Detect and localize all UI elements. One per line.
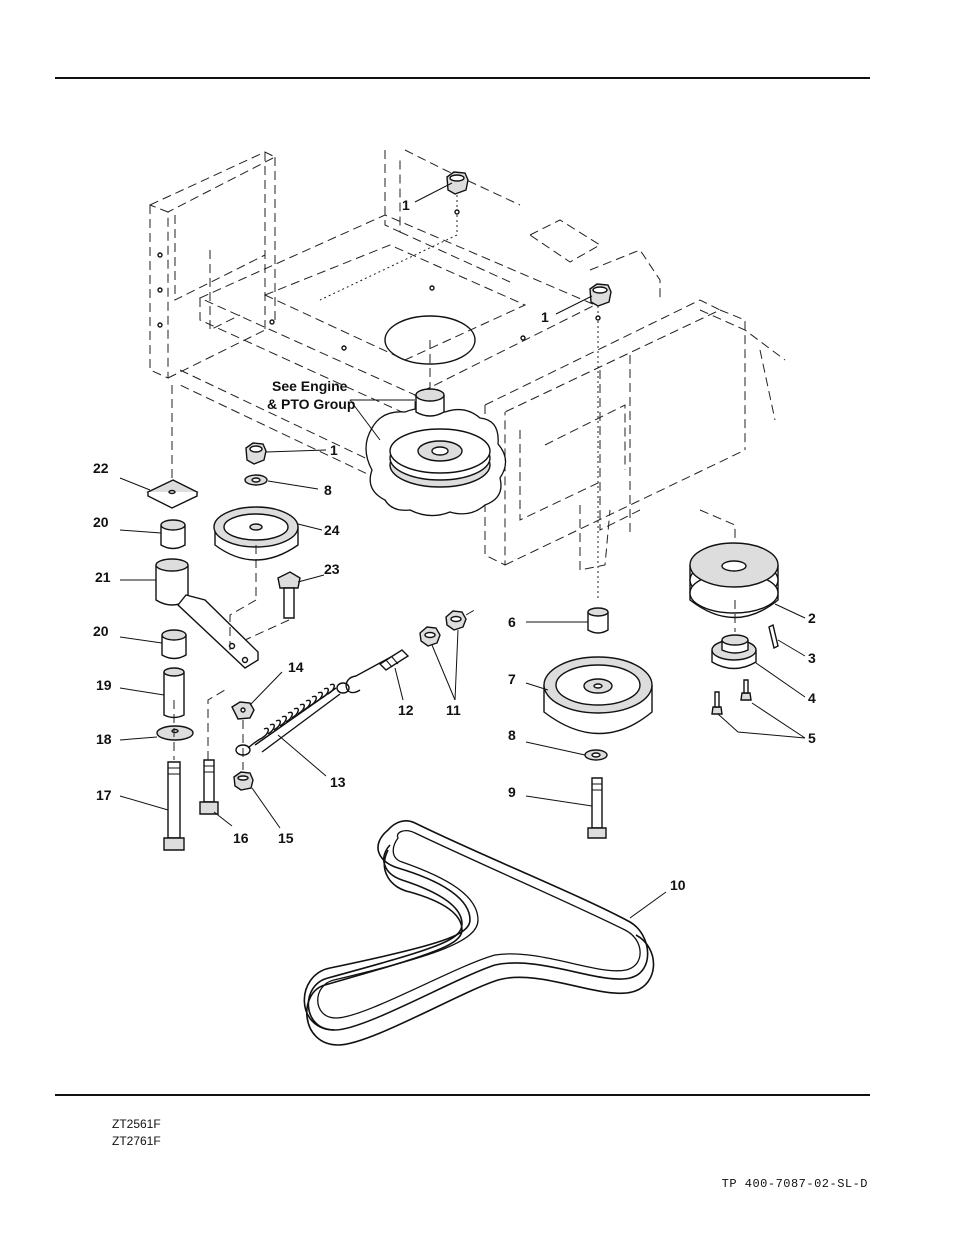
shoulder-bolt-center <box>587 777 607 839</box>
callout-label: 20 <box>93 623 109 639</box>
bushing-upper <box>160 519 186 550</box>
callout-label: 21 <box>95 569 111 585</box>
callout-label: 13 <box>330 774 346 790</box>
callout-labels: 1 1 1 2 3 4 5 6 7 8 8 9 10 11 12 13 14 1… <box>93 197 816 893</box>
square-key <box>768 623 779 650</box>
callout-label: 2 <box>808 610 816 626</box>
cap-screws <box>711 679 752 715</box>
callout-label: 22 <box>93 460 109 476</box>
see-engine-note-line2: & PTO Group <box>267 396 355 412</box>
callout-label: 8 <box>508 727 516 743</box>
callout-label: 10 <box>670 877 686 893</box>
shoulder-bolt-long <box>163 761 185 851</box>
lock-nut-top <box>446 171 469 235</box>
callout-label: 19 <box>96 677 112 693</box>
spring-anchor <box>231 701 255 720</box>
leader-lines <box>119 182 806 919</box>
callout-label: 16 <box>233 830 249 846</box>
callout-label: 17 <box>96 787 112 803</box>
double-groove-pulley <box>689 542 779 619</box>
callout-label: 1 <box>402 197 410 213</box>
spacer-center <box>587 607 609 634</box>
eyebolt <box>345 649 410 694</box>
callout-label: 15 <box>278 830 294 846</box>
washer-idler <box>244 474 268 486</box>
hex-bolt <box>277 571 301 619</box>
extension-spring <box>235 682 350 756</box>
square-plate <box>146 479 199 509</box>
model-number: ZT2761F <box>112 1134 161 1148</box>
model-list: ZT2561F ZT2761F <box>112 1116 161 1150</box>
callout-label: 9 <box>508 784 516 800</box>
lock-nut-idler <box>245 442 267 465</box>
callout-label: 23 <box>324 561 340 577</box>
callout-label: 6 <box>508 614 516 630</box>
lock-nut-right <box>589 283 612 600</box>
hex-nut-small <box>233 771 254 791</box>
model-number: ZT2561F <box>112 1117 161 1131</box>
washer-center <box>584 749 608 761</box>
bushing-lower <box>161 629 187 660</box>
callout-label: 1 <box>330 442 338 458</box>
callout-label: 7 <box>508 671 516 687</box>
callout-label: 11 <box>446 702 461 718</box>
idler-pulley-flat <box>213 506 299 561</box>
callout-label: 20 <box>93 514 109 530</box>
idler-arm <box>155 558 259 669</box>
footer-rule <box>55 1094 870 1096</box>
shoulder-bolt-short <box>199 759 219 815</box>
callout-label: 12 <box>398 702 414 718</box>
callout-label: 3 <box>808 650 816 666</box>
header-rule <box>55 77 870 79</box>
see-engine-note-line1: See Engine <box>272 378 348 394</box>
callout-label: 14 <box>288 659 304 675</box>
document-number: TP 400-7087-02-SL-D <box>721 1177 868 1191</box>
callout-label: 5 <box>808 730 816 746</box>
callout-label: 4 <box>808 690 816 706</box>
callout-label: 24 <box>324 522 340 538</box>
drive-belt <box>303 820 655 1046</box>
hex-nuts-pair <box>419 607 479 647</box>
callout-label: 18 <box>96 731 112 747</box>
engine-pto-pulley-cloud <box>365 388 507 517</box>
spacer-tube <box>163 667 185 719</box>
idler-pulley-flanged <box>543 656 653 735</box>
callout-label: 8 <box>324 482 332 498</box>
callout-label: 1 <box>541 309 549 325</box>
taper-bushing <box>711 634 757 670</box>
flat-washer-large <box>156 725 194 741</box>
